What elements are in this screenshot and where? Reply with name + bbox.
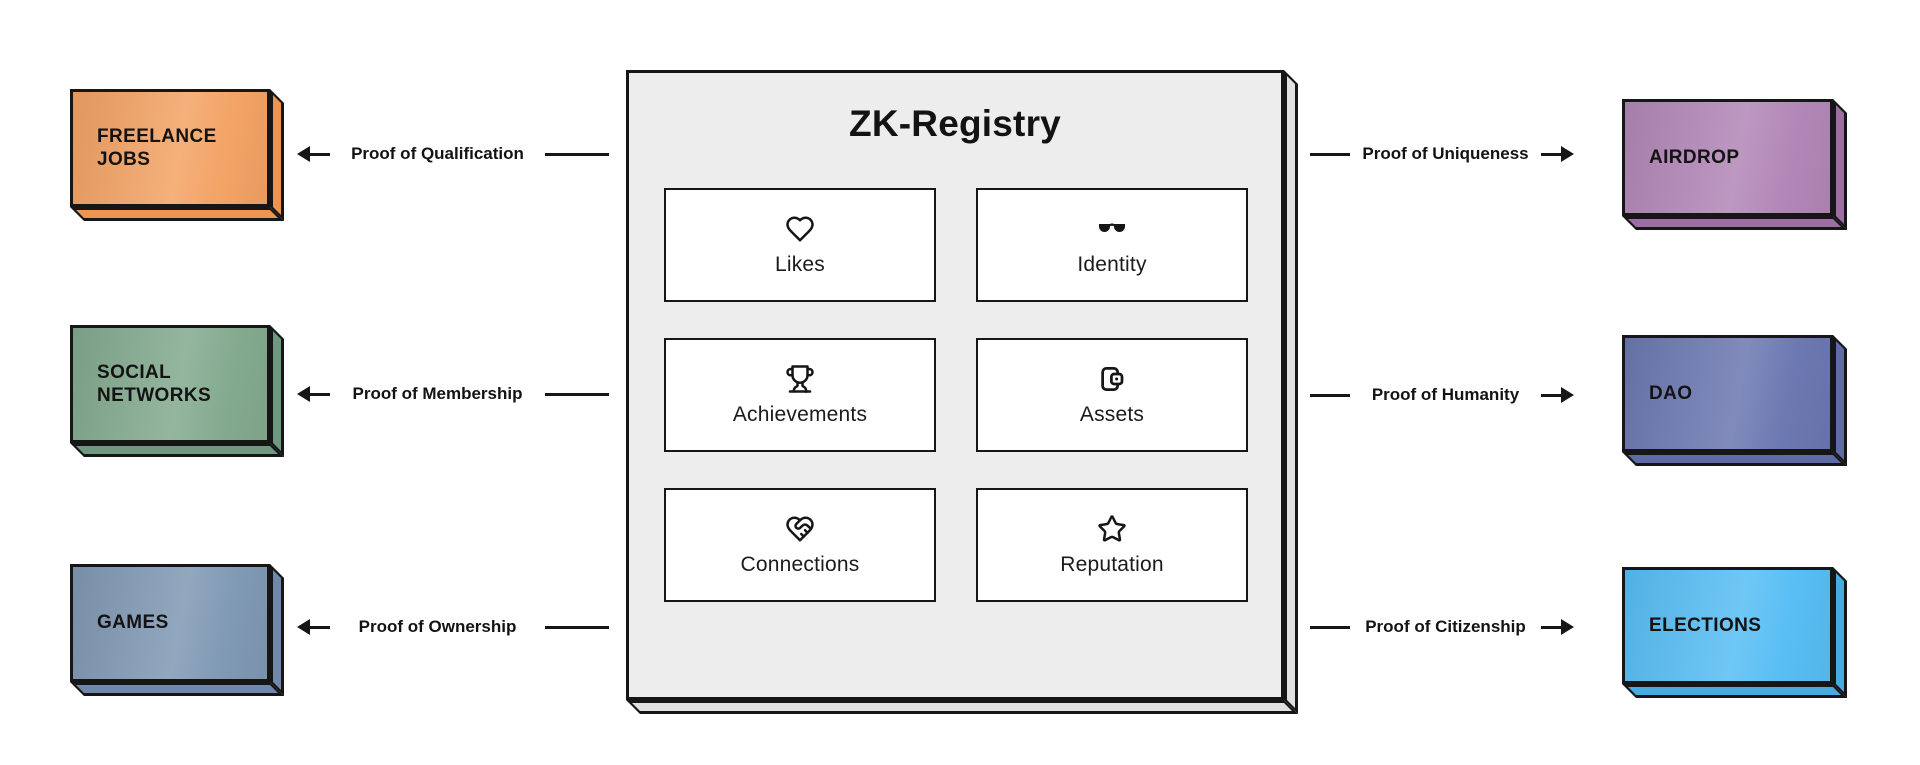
proof-label: Proof of Uniqueness: [1362, 144, 1529, 163]
box-face: GAMES: [70, 564, 270, 682]
star-icon: [1098, 514, 1126, 542]
box-side-right: [270, 564, 284, 696]
module-card-likes: Likes: [664, 188, 936, 302]
node-dao: DAO: [1622, 335, 1847, 466]
arrow-right-icon: [1540, 146, 1574, 162]
heart-icon: [786, 216, 814, 241]
module-label: Achievements: [732, 402, 868, 426]
node-label: FREELANCE JOBS: [97, 125, 217, 170]
node-airdrop: AIRDROP: [1622, 99, 1847, 230]
box-side-right: [1284, 70, 1298, 714]
connector-proof-of-ownership: Proof of Ownership: [297, 611, 609, 643]
box-side-right: [1833, 99, 1847, 230]
box-side-right: [1833, 335, 1847, 466]
box-face: FREELANCE JOBS: [70, 89, 270, 207]
box-face: DAO: [1622, 335, 1833, 452]
box-side-bottom: [70, 682, 284, 696]
arrow-right-icon: [1540, 619, 1574, 635]
node-label: AIRDROP: [1649, 146, 1740, 168]
box-face: AIRDROP: [1622, 99, 1833, 216]
box-side-bottom: [70, 207, 284, 221]
connector-line: [1310, 393, 1350, 397]
arrow-right-icon: [1541, 387, 1574, 403]
box-face: SOCIAL NETWORKS: [70, 325, 270, 443]
module-card-identity: Identity: [976, 188, 1248, 302]
box-side-bottom: [1622, 684, 1847, 698]
module-card-reputation: Reputation: [976, 488, 1248, 602]
arrow-left-icon: [297, 619, 330, 635]
node-label: GAMES: [97, 612, 169, 634]
proof-label: Proof of Citizenship: [1365, 617, 1526, 636]
connector-line: [1310, 625, 1350, 629]
module-label: Assets: [1079, 402, 1145, 426]
connector-line: [1310, 152, 1350, 156]
glasses-icon: [1099, 223, 1125, 232]
box-side-bottom: [1622, 452, 1847, 466]
module-card-achievements: Achievements: [664, 338, 936, 452]
arrow-left-icon: [297, 146, 330, 162]
connector-line: [544, 392, 609, 396]
box-side-bottom: [70, 443, 284, 457]
node-label: ELECTIONS: [1649, 614, 1762, 636]
connector-proof-of-membership: Proof of Membership: [297, 378, 609, 410]
module-label: Likes: [774, 252, 826, 276]
box-face: ELECTIONS: [1622, 567, 1833, 684]
proof-label: Proof of Ownership: [358, 617, 517, 636]
trophy-icon: [786, 364, 814, 393]
connector-line: [545, 152, 609, 156]
registry-face: ZK-Registry Likes Identity: [626, 70, 1284, 700]
node-elections: ELECTIONS: [1622, 567, 1847, 698]
proof-label: Proof of Qualification: [351, 144, 524, 163]
connector-proof-of-humanity: Proof of Humanity: [1310, 379, 1574, 411]
handshake-icon: [786, 516, 814, 541]
arrow-left-icon: [297, 386, 330, 402]
connector-proof-of-qualification: Proof of Qualification: [297, 138, 609, 170]
module-label: Reputation: [1060, 552, 1164, 576]
proof-label: Proof of Humanity: [1371, 385, 1520, 404]
module-label: Identity: [1077, 252, 1147, 276]
zk-registry-box: ZK-Registry Likes Identity: [626, 70, 1298, 714]
node-social-networks: SOCIAL NETWORKS: [70, 325, 284, 457]
box-side-right: [1833, 567, 1847, 698]
registry-title: ZK-Registry: [849, 103, 1061, 144]
box-side-bottom: [1622, 216, 1847, 230]
wallet-icon: [1101, 366, 1124, 391]
connector-proof-of-citizenship: Proof of Citizenship: [1310, 611, 1574, 643]
connector-line: [544, 625, 609, 629]
proof-label: Proof of Membership: [352, 384, 523, 403]
node-freelance-jobs: FREELANCE JOBS: [70, 89, 284, 221]
connector-proof-of-uniqueness: Proof of Uniqueness: [1310, 138, 1574, 170]
box-side-right: [270, 89, 284, 221]
node-games: GAMES: [70, 564, 284, 696]
module-card-assets: Assets: [976, 338, 1248, 452]
module-card-connections: Connections: [664, 488, 936, 602]
box-side-right: [270, 325, 284, 457]
module-label: Connections: [740, 552, 860, 576]
registry-modules-grid: Likes Identity: [664, 188, 1248, 602]
node-label: DAO: [1649, 382, 1693, 404]
node-label: SOCIAL NETWORKS: [97, 361, 212, 406]
box-side-bottom: [626, 700, 1298, 714]
